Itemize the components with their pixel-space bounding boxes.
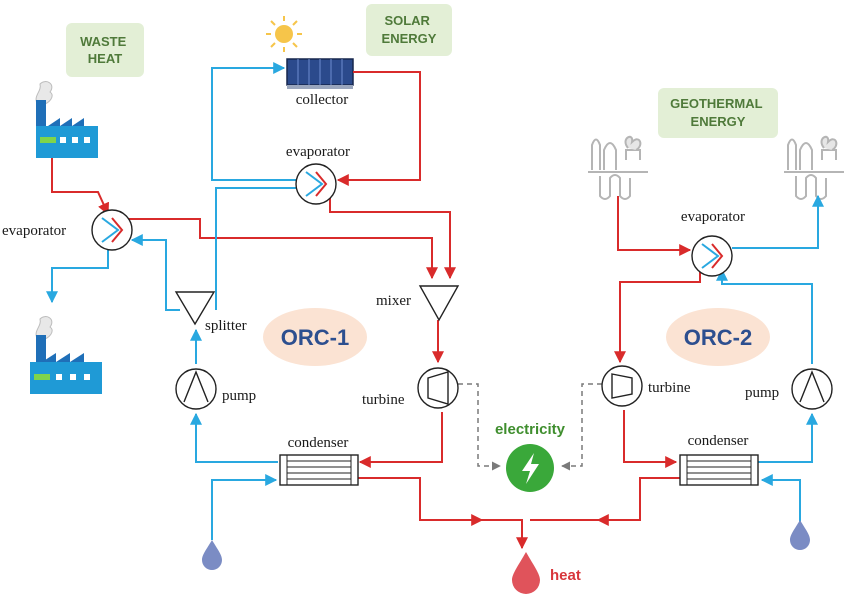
evaporator-waste (91, 209, 133, 251)
water-drop-right-icon (790, 520, 810, 550)
orc2-badge (666, 308, 770, 366)
condenser-1-label: condenser (288, 435, 349, 451)
collector-label: collector (296, 92, 348, 108)
waste-heat-tag (66, 23, 144, 77)
turbine-1-label: turbine (362, 392, 405, 408)
sun-icon (266, 16, 302, 52)
turbine-2-label: turbine (648, 380, 691, 396)
splitter-label: splitter (205, 318, 247, 334)
orc1-label: ORC-1 (281, 325, 349, 350)
pump-2 (791, 368, 833, 410)
geothermal-energy-tag (658, 88, 778, 138)
solar-energy-tag (366, 4, 452, 56)
geothermal-plant-right-icon (784, 135, 844, 200)
pump-1 (175, 368, 217, 410)
electric-links (458, 383, 602, 471)
condenser-1 (279, 454, 359, 486)
water-drop-left-icon (202, 540, 222, 570)
electricity-label: electricity (495, 421, 566, 438)
pump-2-label: pump (745, 385, 779, 401)
evaporator-geo-label: evaporator (681, 209, 745, 225)
orc1-badge (263, 308, 367, 366)
heat-label: heat (550, 567, 581, 584)
mixer-symbol (418, 285, 460, 322)
splitter-symbol (174, 291, 216, 326)
geothermal-plant-left-icon (588, 135, 648, 200)
heat-drop-icon (512, 552, 540, 594)
factory-top-icon (35, 81, 98, 158)
mixer-label: mixer (376, 293, 411, 309)
solar-collector-icon (286, 58, 354, 89)
orc2-label: ORC-2 (684, 325, 752, 350)
condenser-2 (679, 454, 759, 486)
pump-1-label: pump (222, 388, 256, 404)
factory-bottom-icon (30, 316, 102, 394)
evaporator-solar (295, 163, 337, 205)
lightning-icon (506, 444, 554, 492)
evaporator-waste-label: evaporator (2, 223, 66, 239)
solar-energy-label: SOLAR ENERGY (382, 13, 437, 46)
geothermal-energy-label: GEOTHERMAL ENERGY (670, 96, 766, 129)
turbine-2 (601, 365, 643, 407)
evaporator-geo (691, 235, 733, 277)
waste-heat-label: WASTE HEAT (80, 34, 130, 66)
evaporator-solar-label: evaporator (286, 144, 350, 160)
condenser-2-label: condenser (688, 433, 749, 449)
hot-streams (51, 71, 701, 550)
turbine-1 (417, 367, 459, 409)
